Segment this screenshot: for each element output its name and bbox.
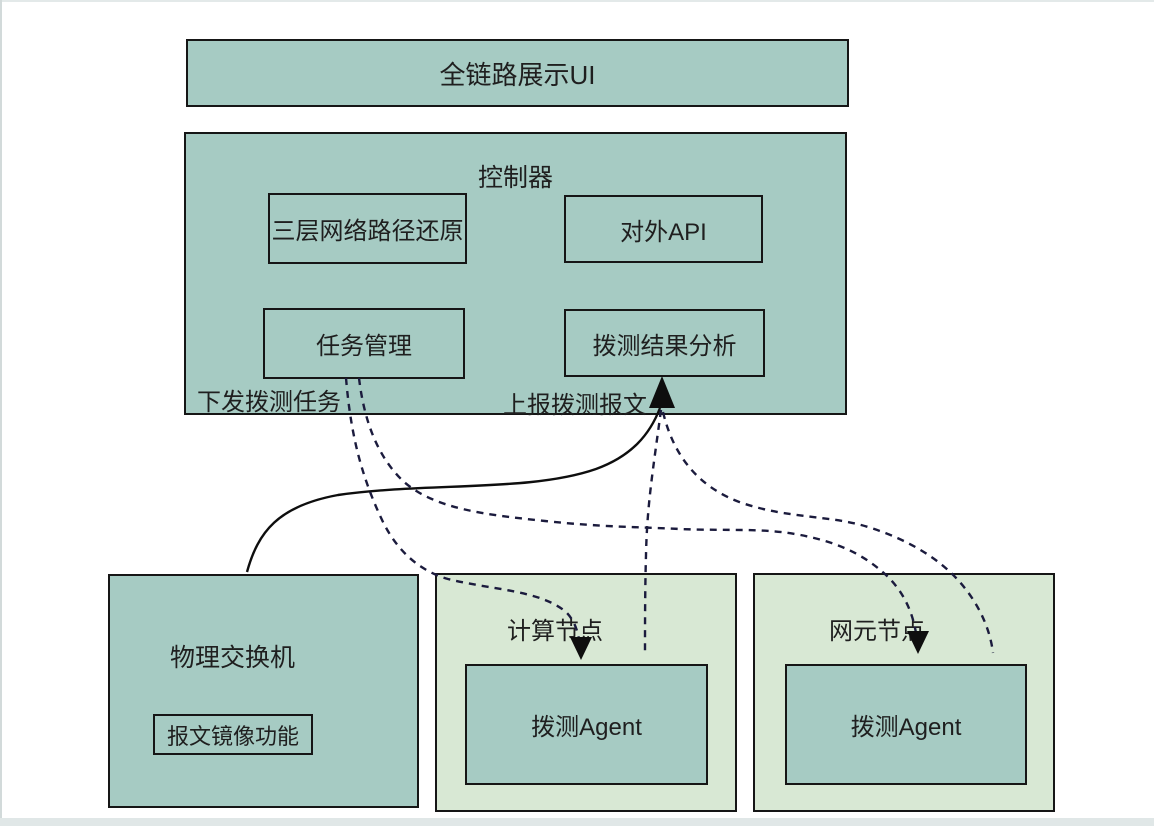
connector-switch-to-analysis <box>245 407 662 573</box>
compute-node-box: 计算节点 拨测Agent <box>435 573 737 812</box>
ne-probe-agent-box: 拨测Agent <box>785 664 1027 785</box>
controller-title: 控制器 <box>477 164 553 192</box>
module-l3-path-restore: 三层网络路径还原 <box>268 193 467 264</box>
bottom-edge-strip <box>0 818 1154 826</box>
left-edge-line <box>0 0 2 826</box>
network-element-node-box: 网元节点 拨测Agent <box>753 573 1055 812</box>
module-task-management: 任务管理 <box>263 308 465 379</box>
module-probe-result-analysis-label: 拨测结果分析 <box>592 332 737 360</box>
ne-probe-agent-label: 拨测Agent <box>850 714 962 741</box>
physical-switch-title: 物理交换机 <box>170 644 296 672</box>
controller-box: 控制器 三层网络路径还原 对外API 任务管理 拨测结果分析 <box>184 132 847 415</box>
module-external-api-label: 对外API <box>620 218 707 246</box>
full-link-ui-label: 全链路展示UI <box>439 59 596 90</box>
physical-switch-box: 物理交换机 报文镜像功能 <box>108 574 419 808</box>
network-element-node-title: 网元节点 <box>829 618 925 645</box>
packet-mirror-label: 报文镜像功能 <box>166 723 299 749</box>
compute-probe-agent-box: 拨测Agent <box>465 664 708 785</box>
report-packet-label: 上报拨测报文 <box>503 392 647 419</box>
module-external-api: 对外API <box>564 195 763 263</box>
module-probe-result-analysis: 拨测结果分析 <box>564 309 765 377</box>
packet-mirror-box: 报文镜像功能 <box>153 714 313 755</box>
compute-probe-agent-label: 拨测Agent <box>531 714 642 741</box>
module-l3-path-restore-label: 三层网络路径还原 <box>271 218 464 245</box>
full-link-ui-box: 全链路展示UI <box>186 39 849 107</box>
compute-node-title: 计算节点 <box>507 618 603 645</box>
dispatch-task-label: 下发拨测任务 <box>197 389 341 416</box>
top-edge-line <box>0 0 1154 2</box>
module-task-management-label: 任务管理 <box>316 333 412 360</box>
